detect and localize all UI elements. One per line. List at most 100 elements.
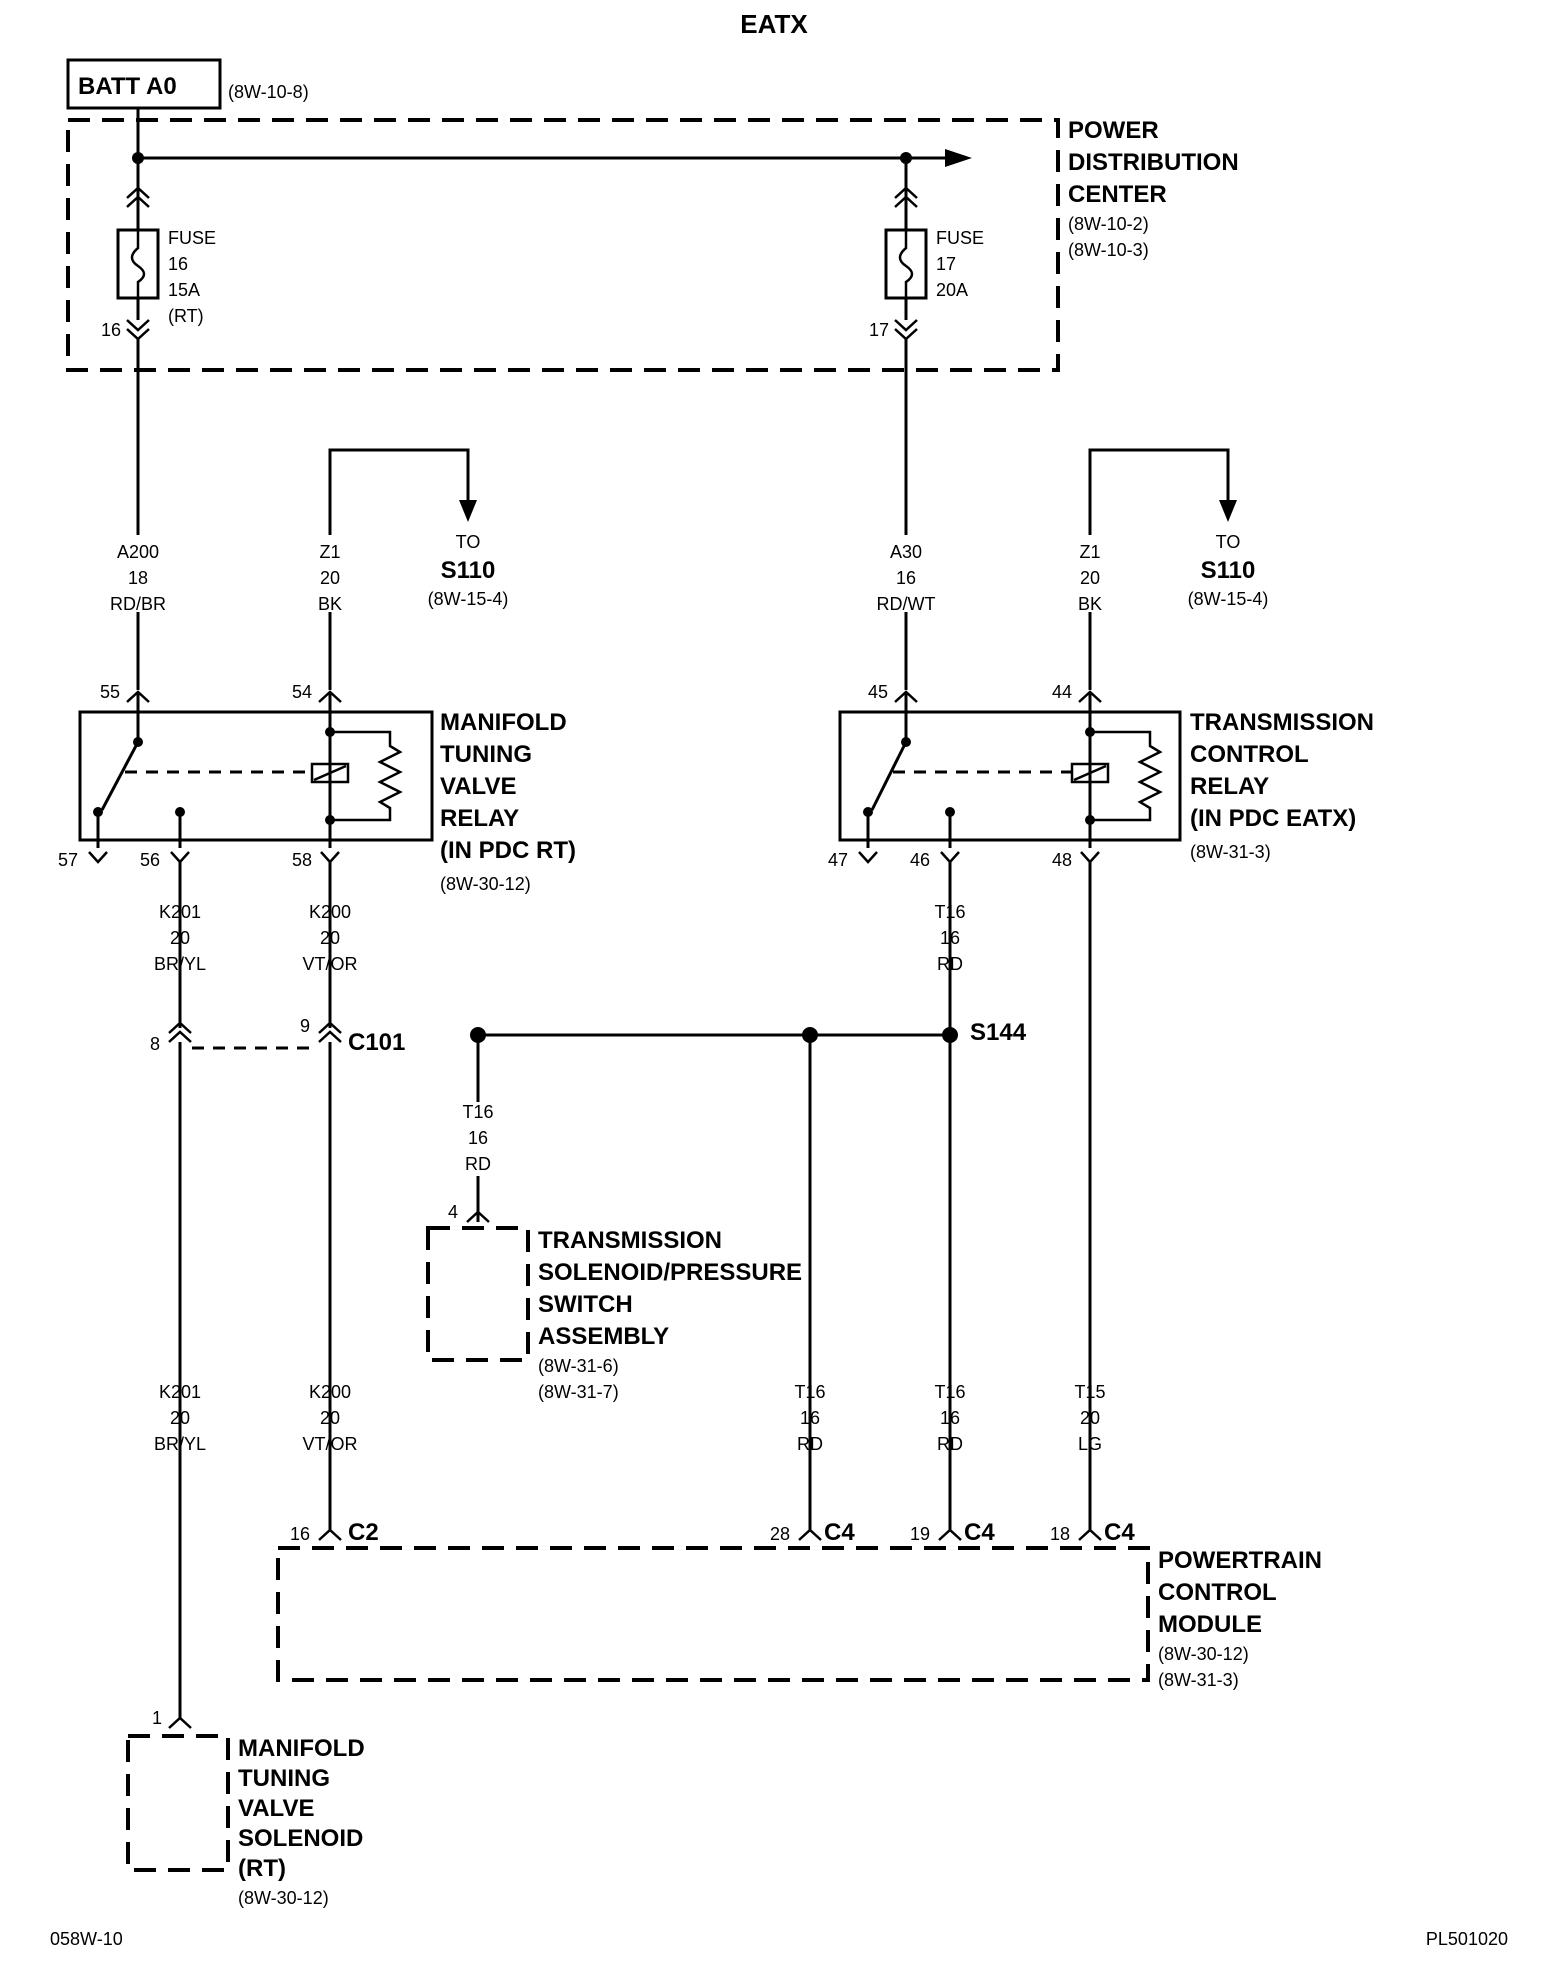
component-name-line: TRANSMISSION <box>1190 709 1374 736</box>
wire-label-line: BR/YL <box>154 954 206 974</box>
wire-label-line: 16 <box>940 928 960 948</box>
fuse17-label: FUSE <box>936 228 984 248</box>
pin-label: 45 <box>868 682 888 702</box>
tspa-box <box>426 1226 530 1362</box>
mtv-relay-box <box>78 710 434 842</box>
mtv-solenoid: 1 MANIFOLD TUNING VALVE SOLENOID (RT) (8… <box>126 1708 365 1908</box>
component-name-line: MANIFOLD <box>238 1735 365 1762</box>
pdc-name-line: DISTRIBUTION <box>1068 149 1239 176</box>
wire-label-line: 20 <box>1080 1408 1100 1428</box>
wire-label-line: RD <box>797 1434 823 1454</box>
connector-male-icon <box>88 851 108 864</box>
component-name-line: (IN PDC RT) <box>440 837 576 864</box>
connector-icon <box>318 1021 342 1043</box>
c101-connector: 8 9 C101 <box>150 1016 405 1056</box>
pin-label: 18 <box>1050 1524 1070 1544</box>
wire-label-a30: A30 16 RD/WT <box>877 542 936 614</box>
component-name-line: TUNING <box>440 741 532 768</box>
wire-label-z1-right: Z1 20 BK <box>1078 542 1102 614</box>
wire-label-line: RD <box>937 954 963 974</box>
batt-ref: (8W-10-8) <box>228 82 309 102</box>
wire-label-line: RD <box>937 1434 963 1454</box>
wire-label-line: Z1 <box>1079 542 1100 562</box>
pdc-name-line: POWER <box>1068 117 1159 144</box>
connector-female-icon <box>894 186 918 208</box>
wire-label-line: 16 <box>468 1128 488 1148</box>
wire-label-k201-bottom: K201 20 BR/YL <box>154 1382 206 1454</box>
splice-label: S110 <box>1201 557 1256 584</box>
resistor-icon <box>1090 730 1163 822</box>
wire-label-line: 20 <box>170 1408 190 1428</box>
fuse16-label: 15A <box>168 280 200 300</box>
component-name-line: (RT) <box>238 1855 286 1882</box>
wire-label-k201-top: K201 20 BR/YL <box>154 902 206 974</box>
fuse-element-icon <box>130 230 146 298</box>
wire-label-line: RD <box>465 1154 491 1174</box>
wire-label-line: T16 <box>934 1382 965 1402</box>
connector-female-icon <box>168 1716 192 1729</box>
connector-label: C2 <box>348 1519 379 1546</box>
connector-label: C4 <box>1104 1519 1135 1546</box>
component-name-line: CONTROL <box>1190 741 1309 768</box>
wire-label-line: RD/BR <box>110 594 166 614</box>
wire-label-line: BK <box>318 594 342 614</box>
fuse-element-icon <box>898 230 914 298</box>
connector-male-icon <box>940 851 960 864</box>
wire-label-line: A200 <box>117 542 159 562</box>
wire-label-line: K200 <box>309 902 351 922</box>
connector-label: C4 <box>824 1519 855 1546</box>
pin-label: 19 <box>910 1524 930 1544</box>
component-name-line: VALVE <box>440 773 516 800</box>
wire-label-line: K201 <box>159 1382 201 1402</box>
footer-right: PL501020 <box>1426 1929 1508 1949</box>
pin-label: 28 <box>770 1524 790 1544</box>
ref-label: (8W-15-4) <box>428 589 509 609</box>
component-name-line: TRANSMISSION <box>538 1227 722 1254</box>
switch-arm <box>100 741 140 811</box>
pin-label: 47 <box>828 850 848 870</box>
wire-label-k200-top: K200 20 VT/OR <box>302 902 357 974</box>
fuse17-pin: 17 <box>869 320 889 340</box>
connector-male-icon <box>858 851 878 864</box>
wire-label-line: LG <box>1078 1434 1102 1454</box>
to-label: TO <box>456 532 481 552</box>
pin-label: 48 <box>1052 850 1072 870</box>
ref-label: (8W-15-4) <box>1188 589 1269 609</box>
wire-label-line: VT/OR <box>302 954 357 974</box>
component-name-line: SWITCH <box>538 1291 633 1318</box>
connector-female-icon <box>466 1210 490 1223</box>
coil-icon <box>310 762 350 784</box>
resistor-icon <box>330 730 403 822</box>
component-ref: (8W-31-7) <box>538 1382 619 1402</box>
connector-female-icon <box>938 1528 962 1541</box>
connector-label: C101 <box>348 1029 405 1056</box>
wire-label-line: 20 <box>320 1408 340 1428</box>
wire-label-k200-bottom: K200 20 VT/OR <box>302 1382 357 1454</box>
component-name-line: CONTROL <box>1158 1579 1277 1606</box>
wire-label-line: T16 <box>462 1102 493 1122</box>
fuse16-label: (RT) <box>168 306 204 326</box>
connector-female-icon <box>126 186 150 208</box>
pin-label: 8 <box>150 1034 160 1054</box>
wire-label-line: 20 <box>1080 568 1100 588</box>
pin-label: 55 <box>100 682 120 702</box>
component-ref: (8W-31-6) <box>538 1356 619 1376</box>
batt-label: BATT A0 <box>78 73 177 100</box>
coil-slash <box>313 764 347 782</box>
wire-label-line: A30 <box>890 542 922 562</box>
fuse16-label: FUSE <box>168 228 216 248</box>
pin-label: 46 <box>910 850 930 870</box>
component-name-line: (IN PDC EATX) <box>1190 805 1356 832</box>
connector-icon <box>168 1021 192 1043</box>
pin-label: 16 <box>290 1524 310 1544</box>
pin-label: 9 <box>300 1016 310 1036</box>
connector-male-icon <box>126 319 150 341</box>
wire-label-line: 18 <box>128 568 148 588</box>
pdc-name-line: CENTER <box>1068 181 1167 208</box>
wire-label-line: 16 <box>940 1408 960 1428</box>
arrow-down-icon <box>1219 500 1237 522</box>
arrow-down-icon <box>459 500 477 522</box>
to-s110-right: TO S110 (8W-15-4) <box>1188 532 1269 609</box>
coil-slash <box>1073 764 1107 782</box>
